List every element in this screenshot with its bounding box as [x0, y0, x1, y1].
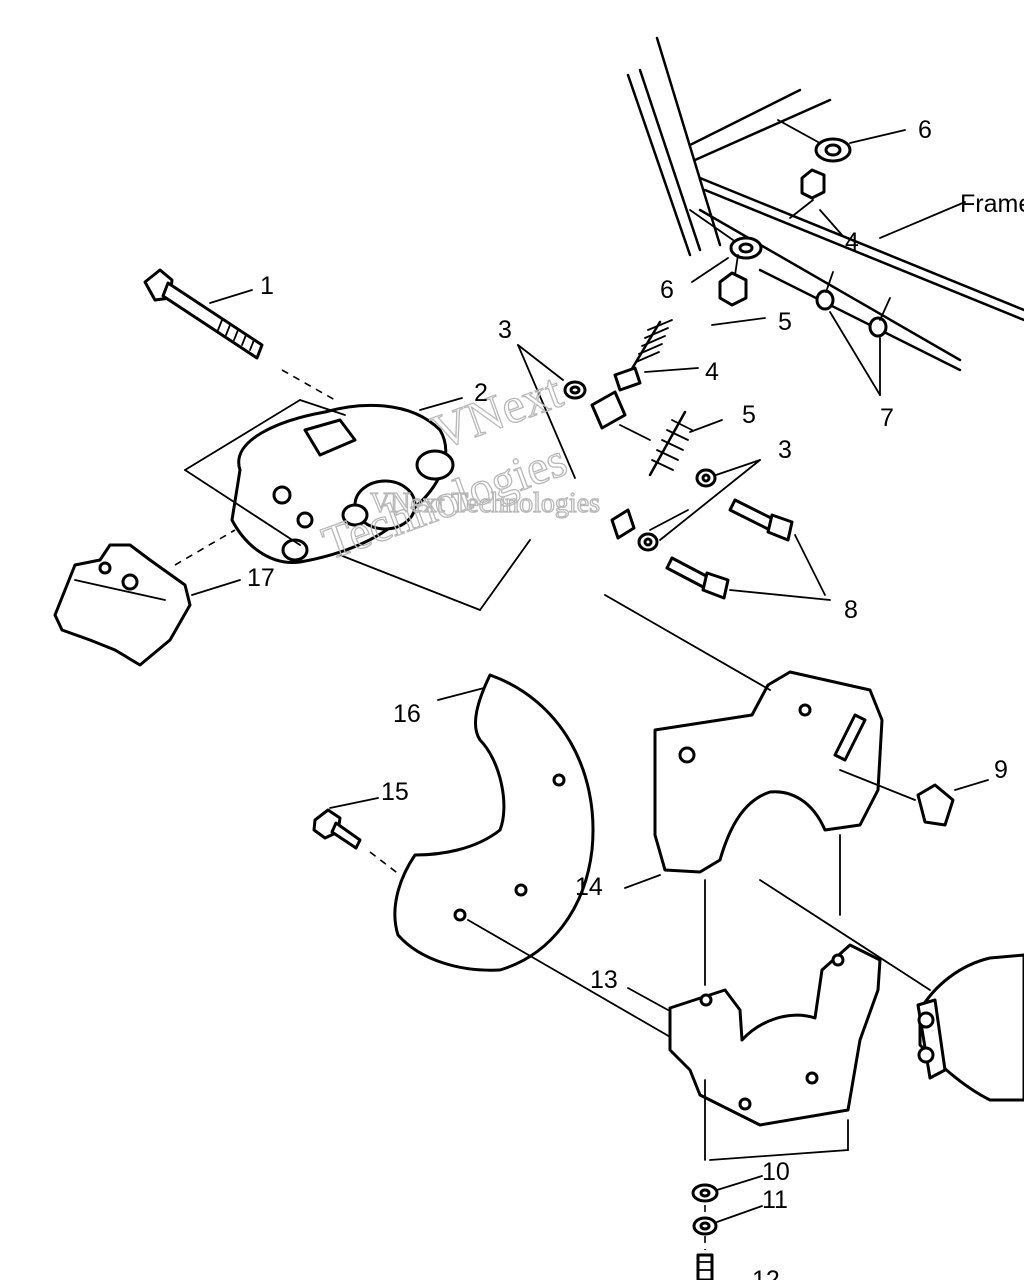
callout-3a: 3	[498, 316, 512, 344]
frame	[626, 36, 1024, 372]
callout-16: 16	[393, 700, 421, 728]
callout-5a: 5	[778, 308, 792, 336]
brake-cable-assembly	[590, 319, 723, 540]
callout-15: 15	[381, 778, 409, 806]
brake-caliper	[184, 397, 531, 611]
bolt-15	[312, 797, 401, 876]
spacer	[916, 779, 989, 827]
bolt-1	[143, 268, 336, 401]
clips	[815, 271, 891, 396]
nut-lower	[711, 254, 766, 326]
callout-4b: 4	[845, 228, 859, 256]
callout-6a: 6	[918, 116, 932, 144]
callout-9: 9	[994, 756, 1008, 784]
axle-housing	[916, 953, 1024, 1102]
callout-8: 8	[844, 596, 858, 624]
callout-1: 1	[260, 272, 274, 300]
callout-3b: 3	[778, 436, 792, 464]
callout-11: 11	[762, 1186, 788, 1214]
callout-6b: 6	[660, 276, 674, 304]
callout-4a: 4	[705, 358, 719, 386]
nut-upper	[789, 168, 843, 236]
callout-10: 10	[762, 1158, 790, 1186]
watermark-line1: VNext Technologies	[370, 488, 600, 519]
callout-12: 12	[752, 1266, 780, 1280]
grommet-upper	[777, 119, 906, 163]
caliper-bracket	[604, 594, 916, 986]
frame-label: Frame	[960, 190, 1024, 218]
grommet-lower	[689, 209, 763, 283]
washers	[517, 344, 761, 552]
bolts-8	[665, 498, 831, 601]
bearing-carrier	[627, 879, 931, 1161]
callout-5b: 5	[742, 401, 756, 429]
callout-2: 2	[474, 379, 488, 407]
callout-13: 13	[590, 966, 618, 994]
hardware-stack	[691, 1175, 763, 1280]
callout-14: 14	[575, 873, 603, 901]
callout-7: 7	[880, 404, 894, 432]
brake-pad	[53, 529, 241, 667]
callouts: 1 2 3 3 4 4 5 5 6 6 7 8 9 10 11 12 13 14…	[247, 116, 1024, 1280]
callout-17: 17	[247, 564, 275, 592]
